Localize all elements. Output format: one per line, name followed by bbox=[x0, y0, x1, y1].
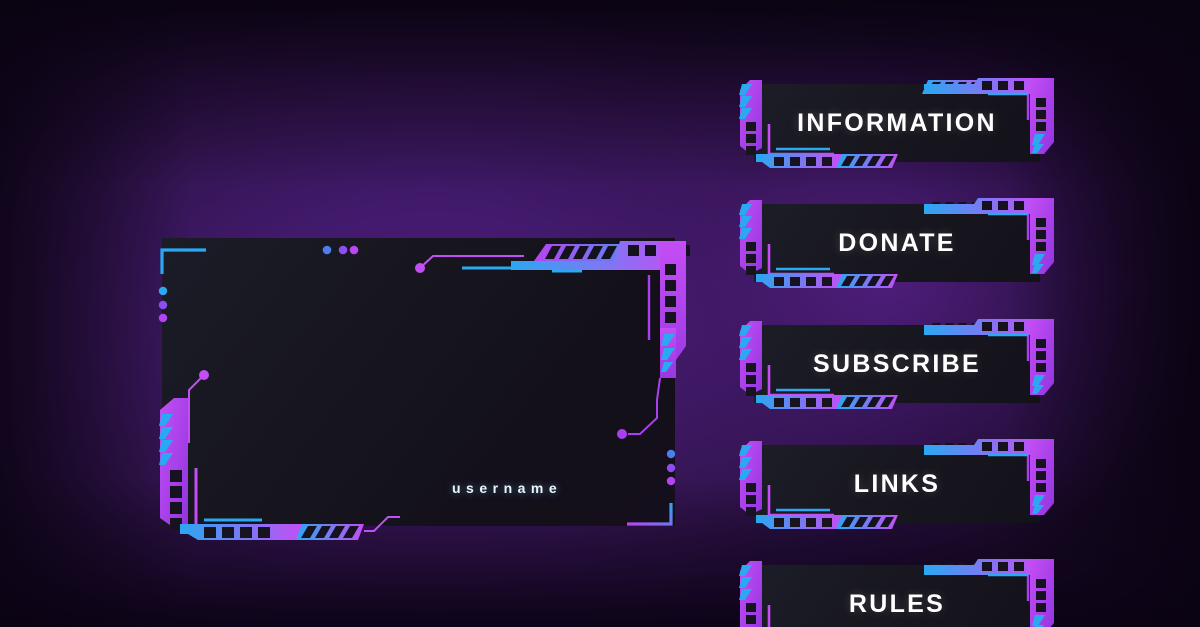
menu-button-links[interactable]: LINKS bbox=[738, 437, 1056, 533]
menu-button-subscribe[interactable]: SUBSCRIBE bbox=[738, 317, 1056, 413]
menu-button-rules[interactable]: RULES bbox=[738, 557, 1056, 627]
webcam-frame-decoration bbox=[158, 241, 690, 540]
button-label: SUBSCRIBE bbox=[813, 349, 981, 378]
username-label: username bbox=[452, 480, 563, 496]
menu-button-information[interactable]: INFORMATION bbox=[738, 76, 1056, 172]
button-label: DONATE bbox=[838, 228, 956, 257]
button-frame-decoration bbox=[739, 559, 1054, 627]
button-frame-decoration bbox=[739, 78, 1054, 168]
webcam-screen-area bbox=[162, 238, 675, 526]
button-frame-decoration bbox=[739, 198, 1054, 288]
button-label: LINKS bbox=[853, 469, 941, 498]
button-frame-decoration bbox=[739, 439, 1054, 529]
button-label: RULES bbox=[848, 589, 946, 618]
webcam-frame[interactable]: username bbox=[152, 228, 692, 540]
button-label: INFORMATION bbox=[797, 108, 997, 137]
menu-button-donate[interactable]: DONATE bbox=[738, 196, 1056, 292]
button-frame-decoration bbox=[739, 319, 1054, 409]
